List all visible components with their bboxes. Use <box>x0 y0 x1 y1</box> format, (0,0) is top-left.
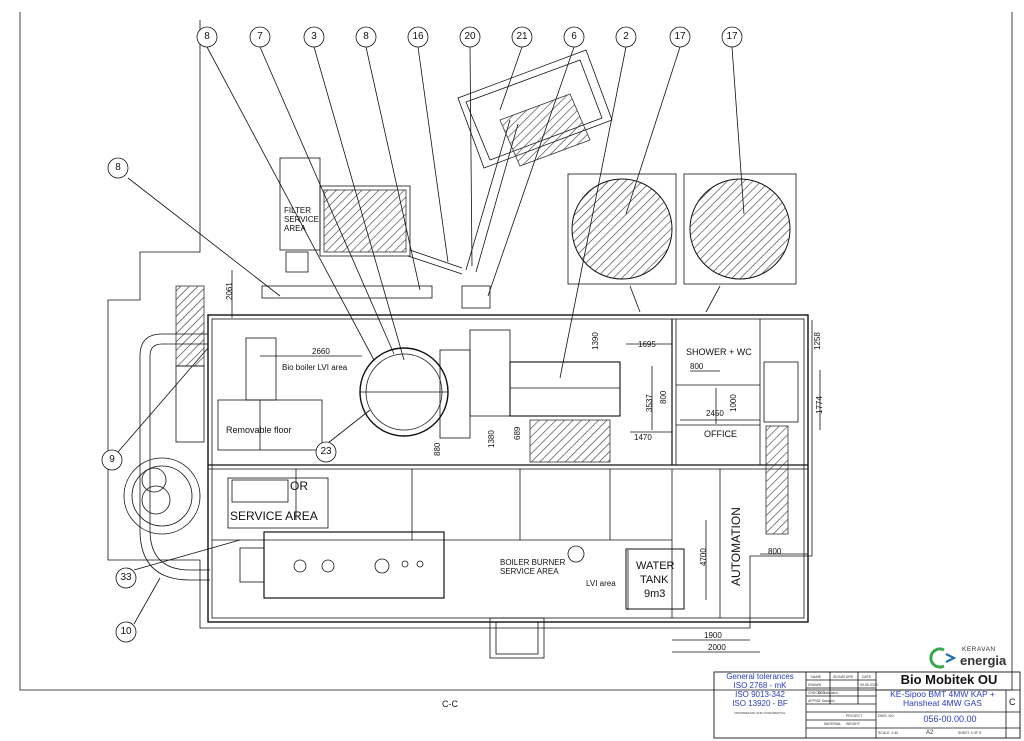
col-name: NAME <box>811 675 822 679</box>
balloon-8-c: 8 <box>115 162 121 173</box>
dim-1390: 1390 <box>591 332 600 350</box>
office-label: OFFICE <box>704 429 737 439</box>
water-tank-label-1: WATER <box>636 560 675 572</box>
balloon-33: 33 <box>120 572 132 583</box>
dim-2000: 2000 <box>708 643 726 652</box>
balloon-6: 6 <box>571 31 577 42</box>
bio-boiler-lvi-label: Bio boiler LVI area <box>282 363 348 372</box>
dim-880: 880 <box>433 442 442 456</box>
dim-1774: 1774 <box>815 396 824 414</box>
weight-label: WEIGHT <box>846 722 860 726</box>
dim-2450: 2450 <box>706 409 724 418</box>
drawing-number: 056-00.00.00 <box>923 714 977 724</box>
col-signature: SIGNATURE <box>833 675 854 679</box>
dim-3537: 3537 <box>645 394 654 412</box>
logo-bottom-text: energia <box>960 653 1007 668</box>
boiler-burner-label-1: BOILER BURNER <box>500 558 566 567</box>
logo-top-text: KERAVAN <box>962 646 996 653</box>
dim-1695: 1695 <box>638 340 656 349</box>
balloon-9: 9 <box>109 454 115 465</box>
section-label: C-C <box>442 699 458 709</box>
balloon-23: 23 <box>320 446 332 457</box>
service-area-or-label: OR <box>290 479 308 493</box>
dim-800-b: 800 <box>659 390 668 404</box>
water-tank-label-3: 9m3 <box>644 588 666 600</box>
removable-floor-label: Removable floor <box>226 425 292 435</box>
balloon-21: 21 <box>516 31 528 42</box>
sheet-label: SHEET 4 OF 8 <box>958 731 982 735</box>
project-label: PROJECT <box>846 714 863 718</box>
balloon-3: 3 <box>311 31 317 42</box>
filter-service-label-1: FILTER <box>284 206 311 215</box>
fan-left <box>571 178 673 280</box>
tolerances-title: General tolerances <box>726 672 794 681</box>
fuel-hopper <box>457 49 613 169</box>
dim-4700: 4700 <box>699 548 708 566</box>
tolerances-block: General tolerances ISO 2768 - mK ISO 901… <box>714 672 806 738</box>
dim-689: 689 <box>513 426 522 440</box>
keravan-logo-mark <box>929 647 957 669</box>
row-drawn: DRAWN <box>808 683 822 687</box>
service-area-box <box>227 477 329 529</box>
col-date: DATE <box>862 675 872 679</box>
balloon-20: 20 <box>464 31 476 42</box>
balloon-8-a: 8 <box>204 31 210 42</box>
row-checked: CHECKED <box>808 691 826 695</box>
tolerance-iso-13920: ISO 13920 - BF <box>732 699 788 708</box>
keravan-energia-logo: KERAVAN energia <box>932 642 1022 670</box>
company-name: Bio Mobitek OU <box>900 672 998 687</box>
dim-800-a: 800 <box>690 362 704 371</box>
site-boundary <box>19 12 1013 691</box>
lvi-area-label: LVI area <box>586 579 616 588</box>
size-value: A2 <box>926 730 934 736</box>
dim-2660: 2660 <box>312 347 330 356</box>
dim-1000: 1000 <box>729 394 738 412</box>
water-tank-label-2: TANK <box>640 574 669 586</box>
service-area-label: SERVICE AREA <box>230 509 318 523</box>
material-label: MATERIAL <box>824 722 842 726</box>
boiler-body <box>509 361 621 417</box>
dim-800-c: 800 <box>768 547 782 556</box>
balloon-8-b: 8 <box>363 31 369 42</box>
approved-name: J. Karanov <box>818 699 835 703</box>
balloon-2: 2 <box>623 31 629 42</box>
dim-1380: 1380 <box>487 430 496 448</box>
balloon-16: 16 <box>412 31 424 42</box>
proprietary-notice: PROPRIETARY AND CONFIDENTIAL <box>734 711 786 715</box>
dim-2061: 2061 <box>225 282 234 300</box>
balloon-10: 10 <box>120 626 132 637</box>
bottom-door <box>489 617 545 659</box>
fan-right <box>689 178 791 280</box>
water-tank-box <box>625 548 685 610</box>
filter-service-label-2: SERVICE <box>284 215 319 224</box>
chimney-base <box>123 457 201 535</box>
drawing-no-label: DWG. NO. <box>878 714 895 718</box>
dim-1900: 1900 <box>704 631 722 640</box>
dim-1470: 1470 <box>634 433 652 442</box>
project-title: KE-Sipoo BMT 4MW KAP + Hansheat 4MW GAS <box>890 689 995 708</box>
tolerance-iso-2768: ISO 2768 - mK <box>733 681 787 690</box>
title-block <box>713 671 1021 739</box>
date-value: 09.06.2023 <box>860 683 878 687</box>
filter-service-label-3: AREA <box>284 224 306 233</box>
tolerance-iso-9013: ISO 9013-342 <box>735 690 785 699</box>
balloon-7: 7 <box>257 31 263 42</box>
balloon-17-b: 17 <box>726 31 738 42</box>
checked-name: D. Galmakov <box>818 691 839 695</box>
filter-service-area <box>279 157 321 251</box>
scale-label: SCALE: 1:40 <box>878 731 899 735</box>
automation-label: AUTOMATION <box>729 507 743 586</box>
balloon-17-a: 17 <box>674 31 686 42</box>
boiler-burner-label-2: SERVICE AREA <box>500 567 559 576</box>
dim-1258: 1258 <box>813 332 822 350</box>
shower-wc-label: SHOWER + WC <box>686 347 752 357</box>
row-approved: APPVD <box>808 699 820 703</box>
revision: C <box>1009 697 1016 707</box>
